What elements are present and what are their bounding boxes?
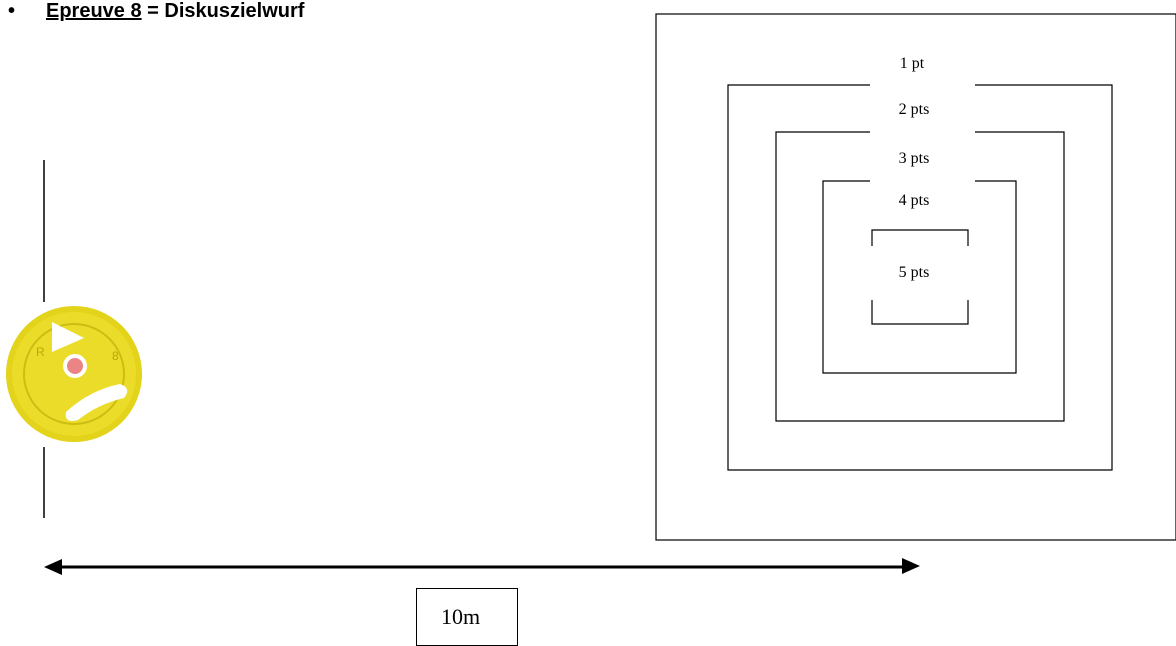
zone-ring-4 — [822, 180, 1017, 374]
zone-label-2: 2 pts — [898, 101, 930, 118]
distance-label: 10m — [441, 604, 481, 629]
target-field-outer — [655, 13, 1176, 541]
svg-text:8: 8 — [112, 349, 119, 363]
bullet: • — [8, 0, 16, 22]
distance-label-box: 10m — [416, 588, 518, 646]
title-rest: = Diskuszielwurf — [141, 0, 305, 22]
title-epreuve: Epreuve 8 — [46, 0, 142, 22]
zone-ring-5-top — [871, 229, 969, 246]
yellow-discus-icon: R 8 — [6, 306, 142, 442]
zone-ring-5-bottom — [871, 300, 969, 325]
zone-label-4: 4 pts — [898, 192, 930, 209]
zone-ring-3 — [775, 131, 1065, 422]
distance-arrow-left-head — [44, 559, 62, 575]
zone-label-3: 3 pts — [898, 150, 930, 167]
zone-label-1: 1 pt — [899, 55, 925, 72]
page-title: • Epreuve 8 = Diskuszielwurf — [8, 0, 304, 23]
zone-ring-2 — [727, 84, 1113, 471]
zone-label-5: 5 pts — [898, 264, 930, 281]
distance-arrow-right-head — [902, 558, 920, 574]
svg-text:R: R — [36, 345, 45, 359]
